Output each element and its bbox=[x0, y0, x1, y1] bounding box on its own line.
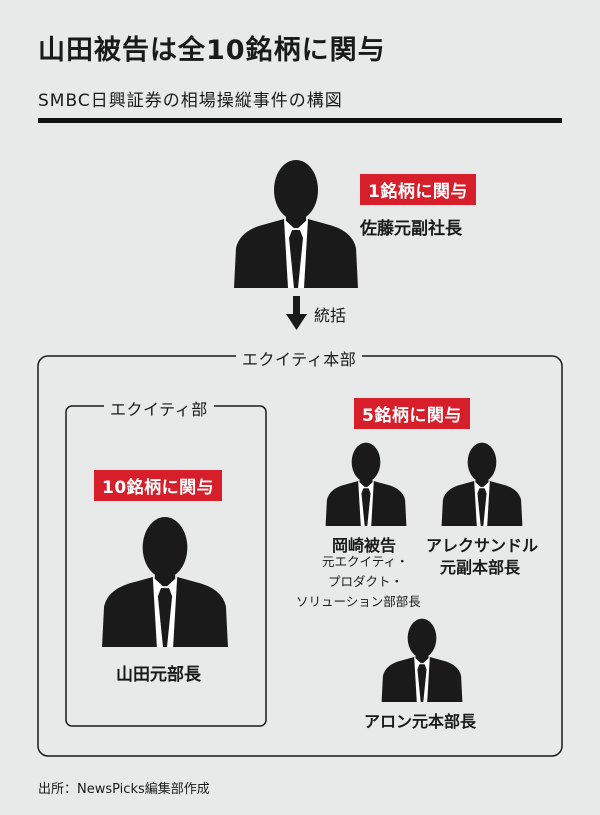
okazaki-title-line1: 元エクイティ・ bbox=[322, 554, 409, 569]
inner-group-label: エクイティ部 bbox=[104, 396, 214, 420]
alexander-name-line2: 元副本部長 bbox=[440, 558, 521, 577]
top-person-name: 佐藤元副社長 bbox=[360, 219, 462, 239]
arrow-label: 統括 bbox=[314, 306, 347, 325]
page-subtitle: SMBC日興証券の相場操縦事件の構図 bbox=[38, 91, 343, 111]
inner-group-badge: 10銘柄に関与 bbox=[94, 470, 223, 501]
person-silhouette-icon bbox=[325, 442, 407, 526]
source-note: 出所：NewsPicks編集部作成 bbox=[38, 782, 210, 797]
yamada-name: 山田元部長 bbox=[116, 665, 201, 685]
okazaki-title-line3: ソリューション部部長 bbox=[296, 594, 421, 609]
alexander-name-line1: アレクサンドル bbox=[426, 536, 539, 555]
page-title: 山田被告は全10銘柄に関与 bbox=[38, 35, 386, 66]
title-rule bbox=[38, 118, 562, 123]
person-silhouette-icon bbox=[234, 160, 358, 288]
okazaki-name: 岡崎被告 bbox=[332, 536, 397, 555]
outer-group-label: エクイティ本部 bbox=[236, 346, 363, 370]
top-person-badge: 1銘柄に関与 bbox=[360, 174, 476, 205]
person-silhouette-icon bbox=[102, 517, 228, 648]
person-silhouette-icon bbox=[441, 442, 523, 526]
down-arrow-icon bbox=[286, 296, 307, 330]
okazaki-title-line2: プロダクト・ bbox=[328, 574, 404, 589]
aron-name: アロン元本部長 bbox=[364, 712, 477, 731]
outer-group-badge: 5銘柄に関与 bbox=[354, 398, 470, 429]
person-silhouette-icon bbox=[381, 618, 463, 702]
